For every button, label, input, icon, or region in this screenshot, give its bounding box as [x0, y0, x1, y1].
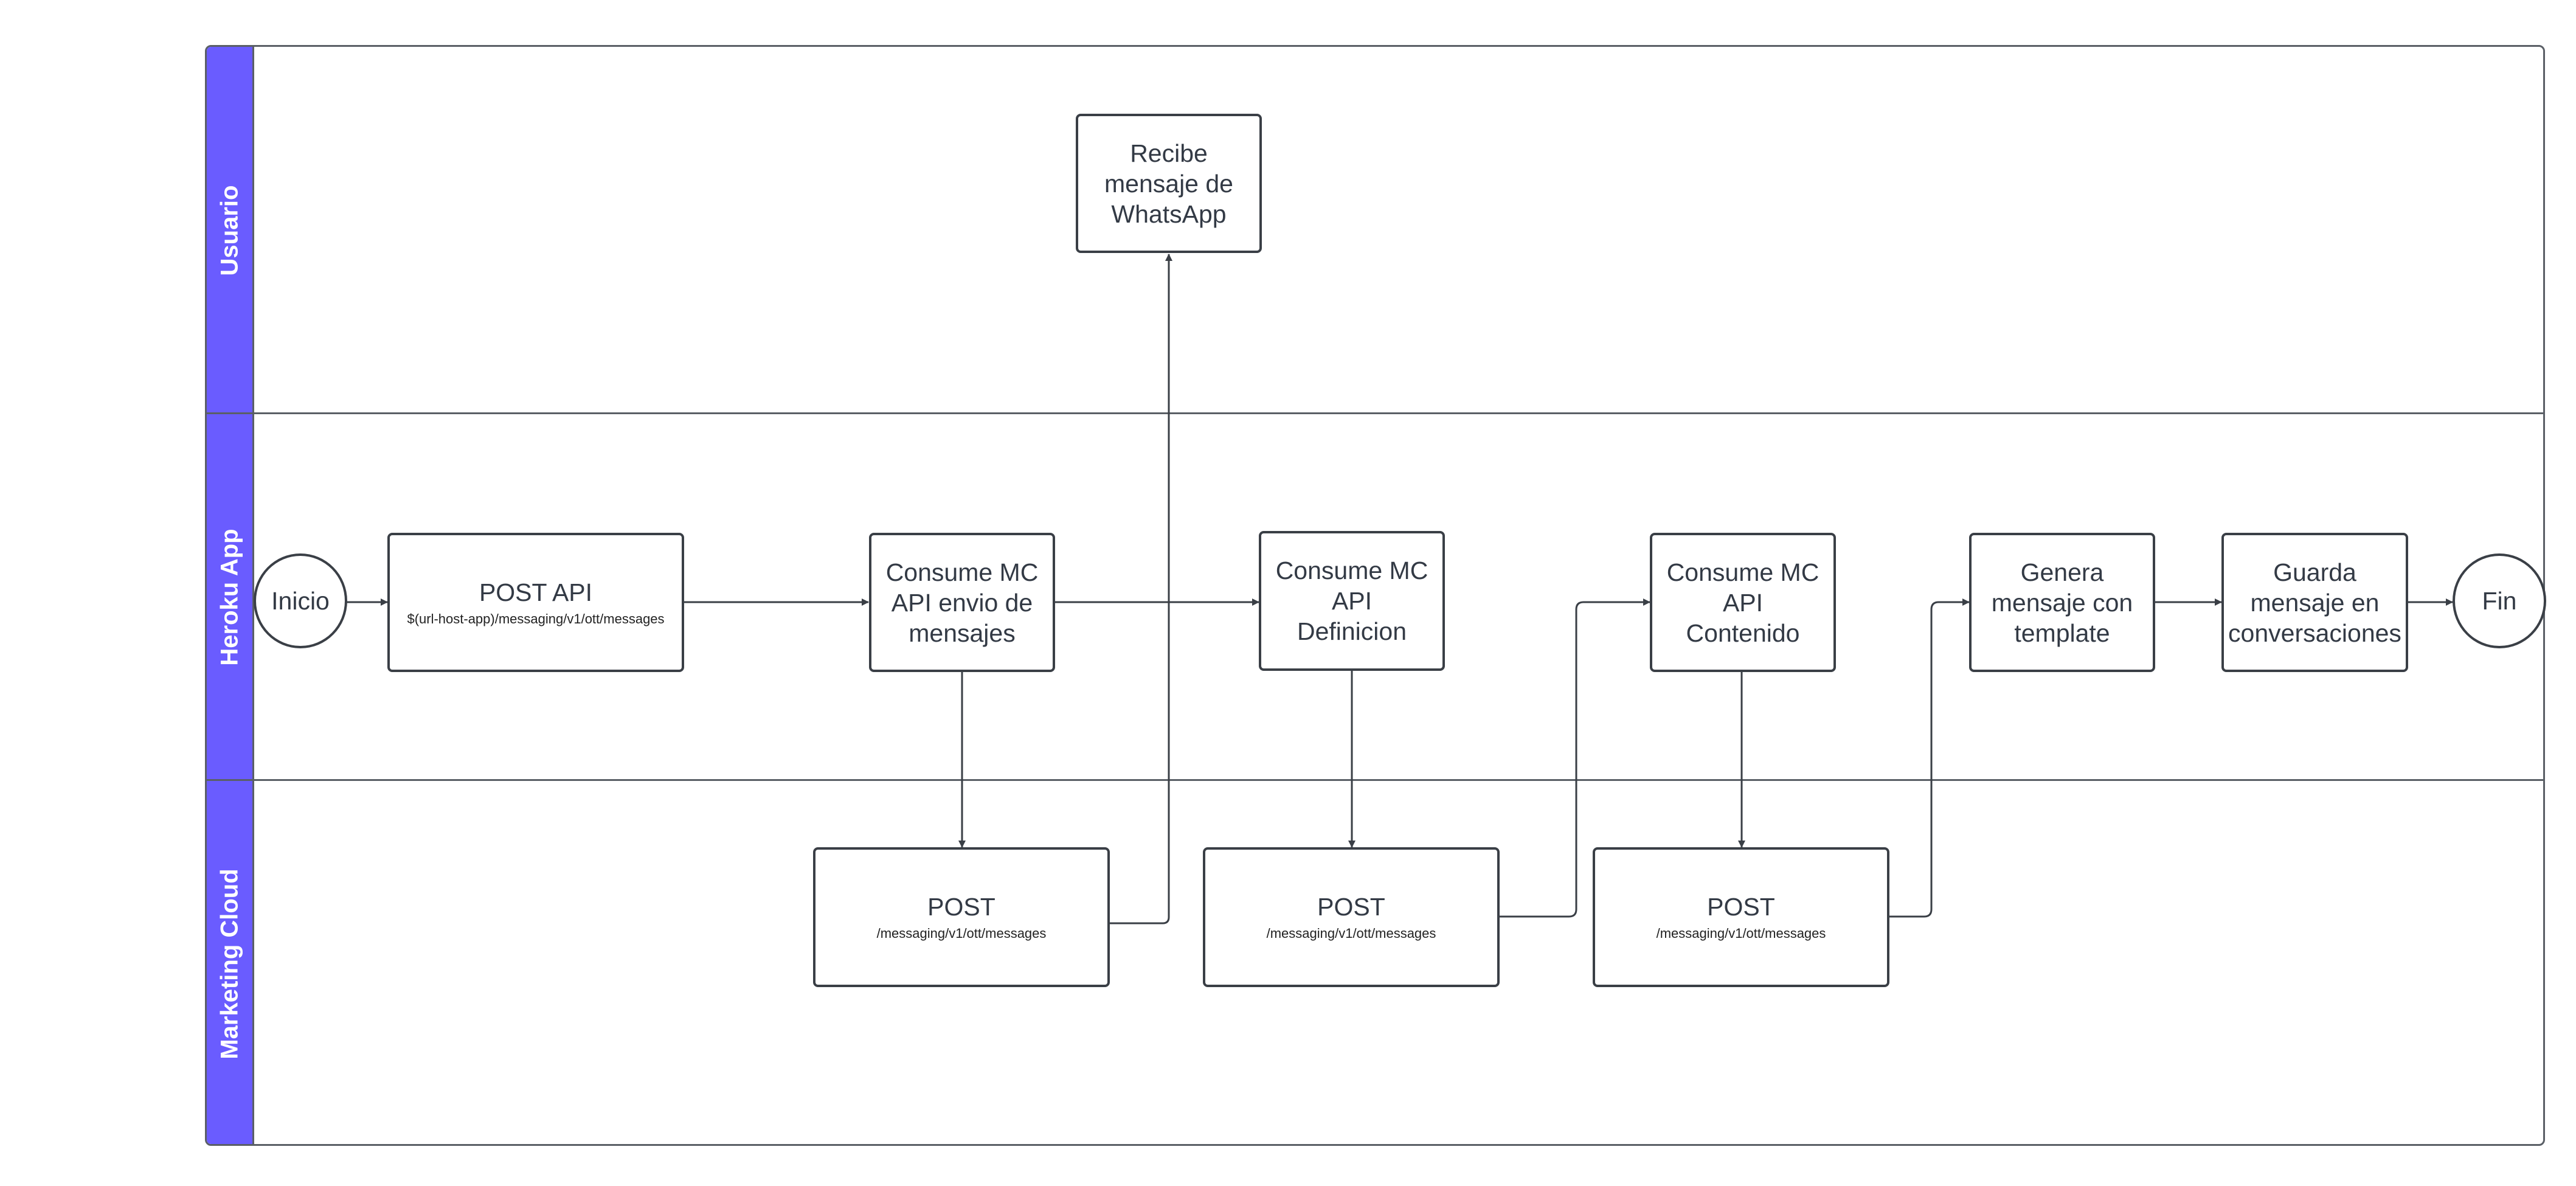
- task-post-mc-2-url: /messaging/v1/ott/messages: [1266, 926, 1436, 941]
- lane-header-marketing-cloud: Marketing Cloud: [207, 780, 254, 1144]
- task-post-mc-3-url: /messaging/v1/ott/messages: [1656, 926, 1826, 941]
- end-event-fin: Fin: [2453, 553, 2546, 648]
- start-event-label: Inicio: [271, 586, 330, 615]
- task-guarda-mensaje: Guarda mensaje en conversaciones: [2221, 533, 2408, 672]
- swimlane-pool: Usuario Heroku App Marketing Cloud: [205, 45, 2545, 1146]
- end-event-label: Fin: [2482, 586, 2517, 615]
- task-consume-contenido: Consume MC API Contenido: [1650, 533, 1836, 672]
- task-genera-mensaje-label: Genera mensaje con template: [1991, 558, 2133, 647]
- edge-post-mc-2-consume-contenido: [1499, 598, 1650, 918]
- task-post-api-url: $(url-host-app)/messaging/v1/ott/message…: [407, 611, 665, 626]
- task-genera-mensaje: Genera mensaje con template: [1969, 533, 2155, 672]
- lane-header-heroku: Heroku App: [207, 414, 254, 780]
- task-consume-definicion: Consume MC API Definicion: [1259, 531, 1445, 671]
- task-post-mc-3-label: POST: [1707, 893, 1775, 921]
- task-recibe-mensaje: Recibe mensaje de WhatsApp: [1076, 114, 1262, 253]
- lane-header-usuario: Usuario: [207, 47, 254, 414]
- task-post-api-label: POST API: [479, 578, 593, 606]
- task-post-mc-1: POST /messaging/v1/ott/messages: [813, 847, 1110, 987]
- edge-post-mc-1-recibe: [1110, 254, 1172, 924]
- task-post-mc-2-label: POST: [1317, 893, 1385, 921]
- task-consume-definicion-label: Consume MC API Definicion: [1275, 557, 1428, 645]
- task-post-mc-1-label: POST: [927, 893, 995, 921]
- lane-divider-2: [207, 779, 2543, 781]
- task-post-mc-3: POST /messaging/v1/ott/messages: [1593, 847, 1889, 987]
- task-post-api: POST API $(url-host-app)/messaging/v1/ot…: [387, 533, 684, 672]
- edge-post-mc-3-genera: [1889, 598, 1970, 918]
- start-event-inicio: Inicio: [254, 553, 347, 648]
- lane-divider-1: [207, 412, 2543, 414]
- task-consume-contenido-label: Consume MC API Contenido: [1666, 558, 1819, 647]
- task-post-mc-2: POST /messaging/v1/ott/messages: [1203, 847, 1500, 987]
- task-guarda-mensaje-label: Guarda mensaje en conversaciones: [2228, 558, 2401, 647]
- task-recibe-mensaje-label: Recibe mensaje de WhatsApp: [1104, 139, 1233, 228]
- task-post-mc-1-url: /messaging/v1/ott/messages: [876, 926, 1047, 941]
- task-consume-envio-label: Consume MC API envio de mensajes: [885, 558, 1039, 647]
- task-consume-envio: Consume MC API envio de mensajes: [869, 533, 1055, 672]
